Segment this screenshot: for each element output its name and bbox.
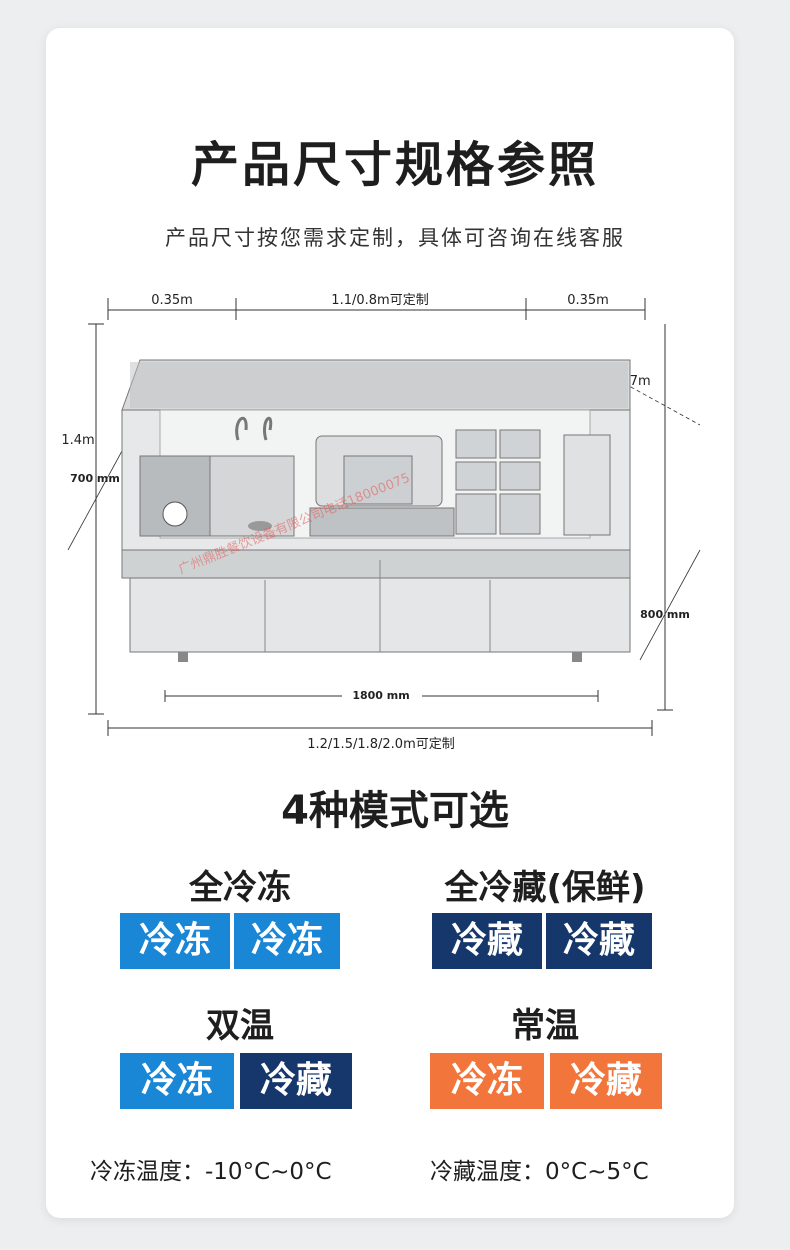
right-dimension-line xyxy=(657,324,673,711)
dim-inner-length: 1800 mm xyxy=(352,689,409,702)
mode-label-full-freeze: 全冷冻 xyxy=(189,868,291,908)
page-subtitle: 产品尺寸按您需求定制，具体可咨询在线客服 xyxy=(165,226,625,250)
modes-title: 4种模式可选 xyxy=(281,788,509,834)
mode2-left-chip: 冷藏 xyxy=(432,913,542,969)
mode4-right-chip: 冷藏 xyxy=(550,1053,662,1109)
mode3-right-chip: 冷藏 xyxy=(240,1053,352,1109)
lower-depth-line xyxy=(639,549,701,661)
freeze-temperature: 冷冻温度：-10°C~0°C xyxy=(90,1159,332,1185)
chill-temperature: 冷藏温度：0°C~5°C xyxy=(430,1159,649,1185)
dim-height-upper: 700 mm xyxy=(70,472,120,485)
mode1-right-chip: 冷冻 xyxy=(234,913,340,969)
dim-total-length: 1.2/1.5/1.8/2.0m可定制 xyxy=(307,737,455,752)
mode2-right-chip: 冷藏 xyxy=(546,913,652,969)
mode4-left-chip: 冷冻 xyxy=(430,1053,544,1109)
total-length-line xyxy=(107,720,653,736)
dim-top-left: 0.35m xyxy=(151,293,193,308)
dimension-diagram: 0.35m 1.1/0.8m可定制 0.35m 1.4m 700 mm 0.7m… xyxy=(61,293,701,752)
inner-length-bg xyxy=(342,686,422,704)
top-dimension-line xyxy=(107,298,646,320)
mode-label-ambient: 常温 xyxy=(511,1006,579,1046)
depth-line xyxy=(599,369,701,426)
dim-top-right: 0.35m xyxy=(567,293,609,308)
title-section: 产品尺寸规格参照 xyxy=(0,125,790,195)
upper-depth-line xyxy=(67,439,129,551)
page-title: 产品尺寸规格参照 xyxy=(190,137,599,193)
dim-height-total: 1.4m xyxy=(61,433,94,448)
mode1-left-chip: 冷冻 xyxy=(120,913,230,969)
mode-label-dual: 双温 xyxy=(206,1006,274,1046)
left-dimension-line xyxy=(88,323,104,715)
mode-label-full-chill: 全冷藏(保鲜) xyxy=(444,868,646,908)
dim-height-lower: 800 mm xyxy=(640,608,690,621)
dim-top-mid: 1.1/0.8m可定制 xyxy=(331,293,428,308)
cabinet-illustration xyxy=(121,359,631,662)
mode3-left-chip: 冷冻 xyxy=(120,1053,234,1109)
